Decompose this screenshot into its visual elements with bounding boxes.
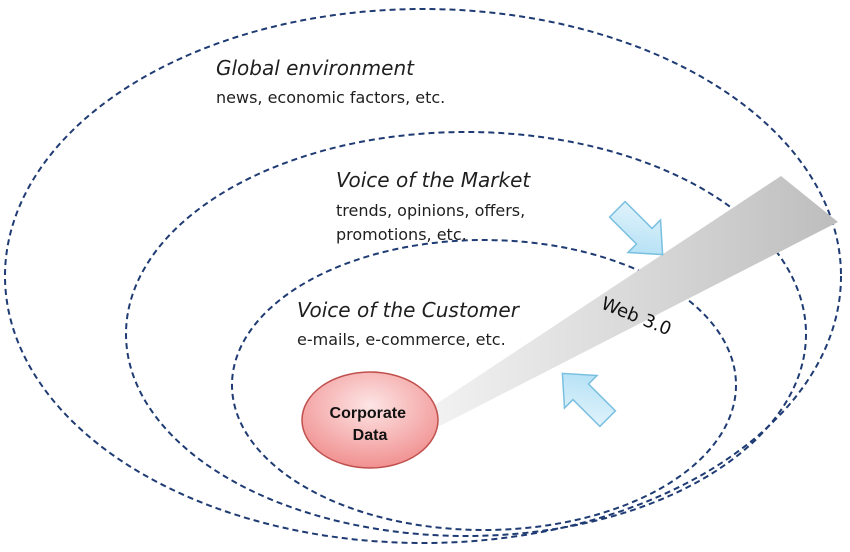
market-subtitle-line-2: promotions, etc. bbox=[336, 225, 467, 244]
customer-title: Voice of the Customer bbox=[297, 298, 521, 322]
ring-voice-of-customer bbox=[231, 239, 737, 531]
corporate-data-core bbox=[301, 371, 439, 469]
core-line-1: Corporate bbox=[330, 405, 407, 422]
global-subtitle: news, economic factors, etc. bbox=[216, 88, 445, 107]
arrow-down-right-icon bbox=[608, 200, 664, 256]
core-label: Corporate Data bbox=[330, 405, 411, 444]
arrow-up-left-icon bbox=[561, 372, 617, 428]
market-subtitle-line-1: trends, opinions, offers, bbox=[336, 201, 525, 220]
global-title: Global environment bbox=[216, 56, 415, 80]
core-line-2: Data bbox=[353, 427, 388, 444]
web30-beam bbox=[424, 176, 838, 430]
ring-voice-of-market bbox=[125, 131, 807, 537]
ring-global-environment bbox=[4, 8, 842, 544]
market-title: Voice of the Market bbox=[336, 168, 531, 192]
customer-subtitle: e-mails, e-commerce, etc. bbox=[297, 330, 506, 349]
